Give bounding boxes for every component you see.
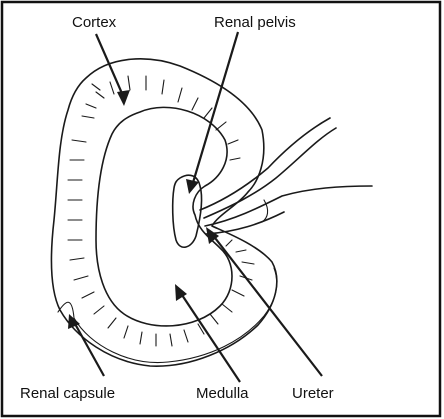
label-ureter: Ureter: [292, 385, 334, 402]
renal-pelvis-shape: [173, 175, 202, 247]
label-cortex: Cortex: [72, 14, 117, 31]
ureter-vessel-2: [204, 128, 336, 218]
kidney-outer-outline: [52, 59, 277, 366]
medulla-outline: [96, 107, 232, 326]
leader-renal-capsule: [68, 314, 104, 376]
label-medulla: Medulla: [196, 385, 249, 402]
label-renal-pelvis: Renal pelvis: [214, 14, 296, 31]
label-renal-capsule: Renal capsule: [20, 385, 115, 402]
renal-capsule-line: [58, 268, 277, 363]
